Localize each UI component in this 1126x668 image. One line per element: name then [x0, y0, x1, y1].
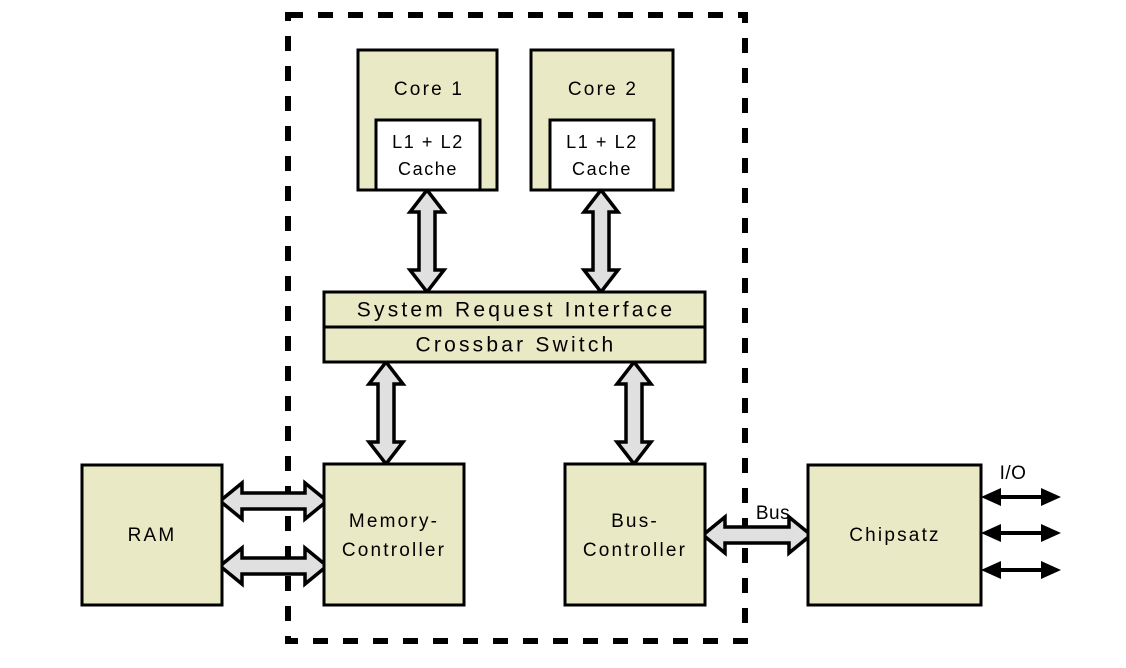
- block-cache1: L1 + L2 Cache: [374, 118, 482, 192]
- block-cache2: L1 + L2 Cache: [548, 118, 656, 192]
- connector-crossbar-to-memory-controller: [365, 359, 407, 467]
- block-ram: RAM: [80, 463, 224, 607]
- bus-controller-label-line1: Bus-: [611, 511, 659, 532]
- connector-chipsatz-io-1: [981, 488, 1061, 506]
- block-crossbar-switch: Crossbar Switch: [322, 325, 707, 364]
- connector-ram-to-memory-controller-upper: [217, 479, 330, 523]
- io-connector-label: I/O: [1000, 463, 1027, 484]
- cache2-label-line1: L1 + L2: [566, 132, 638, 152]
- block-system-request-interface: System Request Interface: [322, 290, 707, 329]
- cache2-label-line2: Cache: [572, 159, 632, 179]
- bus-controller-label-line2: Controller: [583, 540, 687, 561]
- cache1-label-line1: L1 + L2: [392, 132, 464, 152]
- chipsatz-label: Chipsatz: [849, 525, 941, 546]
- ram-label: RAM: [128, 525, 177, 546]
- core2-label: Core 2: [568, 79, 638, 100]
- crossbar-switch-label: Crossbar Switch: [416, 334, 617, 357]
- system-request-interface-label: System Request Interface: [357, 299, 675, 322]
- connector-chipsatz-io-3: [981, 561, 1061, 579]
- block-memory-controller: Memory- Controller: [322, 462, 466, 607]
- connector-crossbar-to-bus-controller: [613, 359, 655, 467]
- block-chipsatz: Chipsatz: [806, 463, 983, 607]
- memory-controller-label-line2: Controller: [342, 540, 446, 561]
- bus-connector-label: Bus: [756, 503, 790, 524]
- block-bus-controller: Bus- Controller: [563, 462, 707, 607]
- connector-ram-to-memory-controller-lower: [217, 544, 330, 588]
- core1-label: Core 1: [394, 79, 464, 100]
- connector-core1-to-sri: [406, 187, 448, 295]
- connector-core2-to-sri: [580, 187, 622, 295]
- cache1-label-line2: Cache: [398, 159, 458, 179]
- memory-controller-label-line1: Memory-: [349, 511, 439, 532]
- connector-chipsatz-io-2: [981, 524, 1061, 542]
